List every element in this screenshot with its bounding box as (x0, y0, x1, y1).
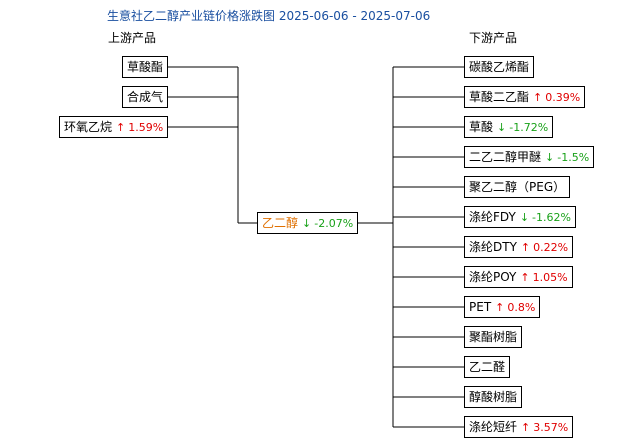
downstream-node-11-label: 乙二醛 (469, 360, 506, 374)
downstream-node-9-change-value: 0.8% (507, 301, 536, 314)
downstream-label: 下游产品 (469, 31, 518, 45)
upstream-node-3-label: 环氧乙烷 (64, 120, 113, 134)
upstream-node-1-label: 草酸酯 (127, 60, 164, 74)
downstream-node-3[interactable]: 草酸↓-1.72% (464, 116, 554, 138)
downstream-node-6-label: 涤纶FDY (469, 210, 516, 224)
downstream-node-1[interactable]: 碳酸乙烯酯 (464, 56, 535, 78)
center-node-change-value: -2.07% (314, 217, 354, 230)
upstream-node-3-change: ↑1.59% (116, 121, 163, 134)
downstream-node-4[interactable]: 二乙二醇甲醚↓-1.5% (464, 146, 595, 168)
downstream-node-5[interactable]: 聚乙二醇（PEG） (464, 176, 571, 198)
downstream-node-8-change: ↑1.05% (520, 271, 567, 284)
downstream-node-10[interactable]: 聚酯树脂 (464, 326, 523, 348)
center-node[interactable]: 乙二醇↓-2.07% (257, 212, 359, 234)
downstream-node-5-label: 聚乙二醇（PEG） (469, 180, 566, 194)
arrow-up-icon: ↑ (521, 421, 531, 434)
downstream-node-10-label: 聚酯树脂 (469, 330, 518, 344)
downstream-node-13-change: ↑3.57% (521, 421, 568, 434)
downstream-node-1-label: 碳酸乙烯酯 (469, 60, 530, 74)
downstream-node-12-label: 醇酸树脂 (469, 390, 518, 404)
downstream-node-9-change: ↑0.8% (495, 301, 535, 314)
upstream-label: 上游产品 (108, 31, 157, 45)
center-node-change: ↓-2.07% (302, 217, 353, 230)
arrow-up-icon: ↑ (520, 241, 531, 254)
downstream-node-6-change-value: -1.62% (532, 211, 571, 224)
downstream-node-4-change: ↓-1.5% (545, 151, 589, 164)
arrow-up-icon: ↑ (520, 271, 530, 284)
downstream-node-7-change: ↑0.22% (521, 241, 568, 254)
upstream-node-1[interactable]: 草酸酯 (122, 56, 169, 78)
arrow-down-icon: ↓ (497, 121, 507, 134)
arrow-down-icon: ↓ (519, 211, 530, 224)
downstream-node-2-change-value: 0.39% (545, 91, 581, 104)
arrow-down-icon: ↓ (302, 217, 312, 230)
arrow-up-icon: ↑ (533, 91, 543, 104)
arrow-up-icon: ↑ (116, 121, 126, 134)
downstream-node-13-change-value: 3.57% (533, 421, 569, 434)
downstream-node-6-change: ↓-1.62% (520, 211, 571, 224)
downstream-node-2-change: ↑0.39% (533, 91, 580, 104)
upstream-node-2[interactable]: 合成气 (122, 86, 169, 108)
downstream-node-3-label: 草酸 (469, 120, 494, 134)
chart-title: 生意社乙二醇产业链价格涨跌图 2025-06-06 - 2025-07-06 (107, 9, 431, 23)
downstream-node-13[interactable]: 涤纶短纤↑3.57% (464, 416, 574, 438)
downstream-node-7-label: 涤纶DTY (469, 240, 517, 254)
downstream-node-8-label: 涤纶POY (469, 270, 517, 284)
downstream-node-4-label: 二乙二醇甲醚 (469, 150, 542, 164)
center-node-label: 乙二醇 (262, 216, 299, 230)
downstream-node-2[interactable]: 草酸二乙酯↑0.39% (464, 86, 586, 108)
arrow-down-icon: ↓ (545, 151, 555, 164)
downstream-node-12[interactable]: 醇酸树脂 (464, 386, 523, 408)
downstream-node-9-label: PET (469, 300, 492, 314)
upstream-node-2-label: 合成气 (127, 90, 164, 104)
downstream-node-8-change-value: 1.05% (532, 271, 568, 284)
downstream-node-6[interactable]: 涤纶FDY↓-1.62% (464, 206, 576, 228)
downstream-node-3-change-value: -1.72% (509, 121, 549, 134)
downstream-node-4-change-value: -1.5% (557, 151, 590, 164)
downstream-node-11[interactable]: 乙二醛 (464, 356, 511, 378)
upstream-node-3-change-value: 1.59% (128, 121, 164, 134)
upstream-node-3[interactable]: 环氧乙烷↑1.59% (59, 116, 169, 138)
downstream-node-9[interactable]: PET↑0.8% (464, 296, 541, 318)
downstream-node-3-change: ↓-1.72% (497, 121, 548, 134)
arrow-up-icon: ↑ (495, 301, 505, 314)
downstream-node-2-label: 草酸二乙酯 (469, 90, 530, 104)
downstream-node-13-label: 涤纶短纤 (469, 420, 518, 434)
downstream-node-7[interactable]: 涤纶DTY↑0.22% (464, 236, 574, 258)
downstream-node-8[interactable]: 涤纶POY↑1.05% (464, 266, 573, 288)
downstream-node-7-change-value: 0.22% (533, 241, 569, 254)
